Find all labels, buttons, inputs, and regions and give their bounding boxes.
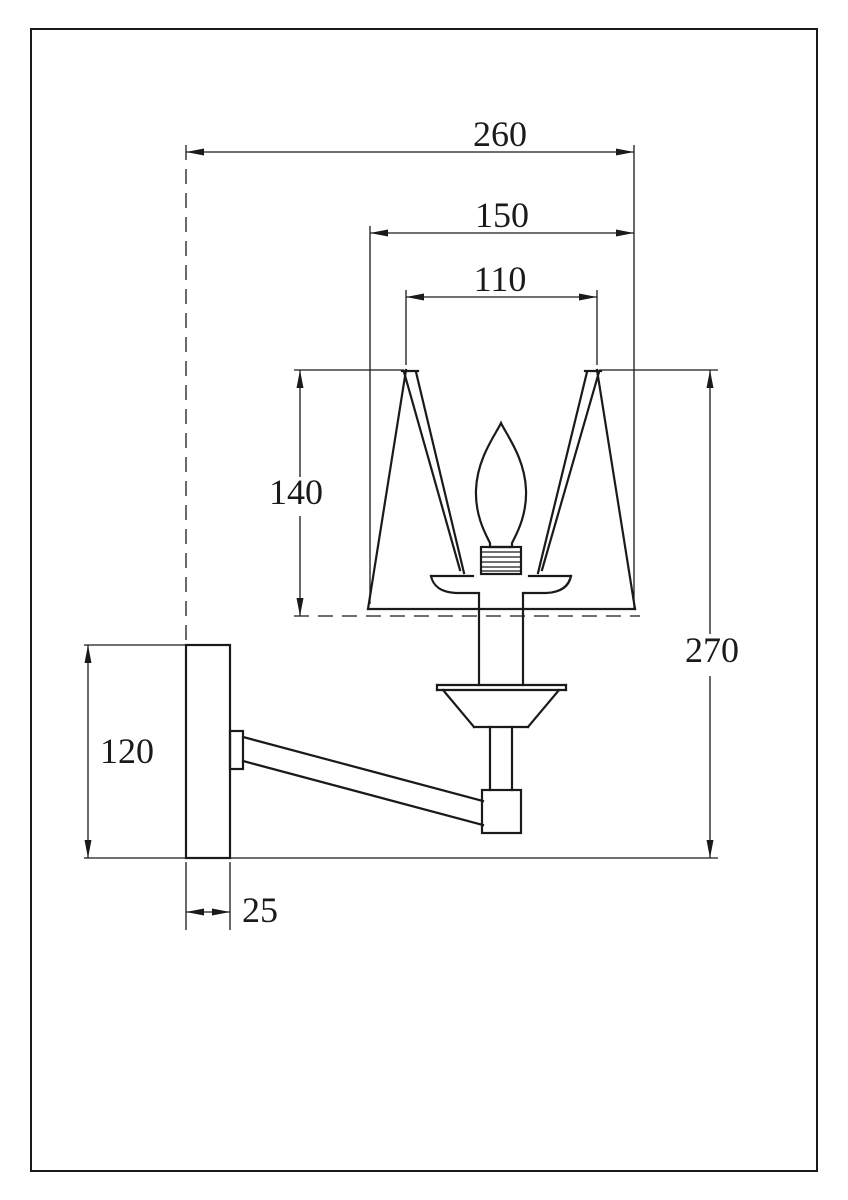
dim-150-arrow-right [616, 229, 634, 237]
arm-lower-line [241, 759, 485, 827]
socket-thread-body [479, 545, 523, 576]
backplate-rect [184, 643, 232, 860]
bulb-outline [474, 420, 528, 549]
spider-arm-right-inner-line [536, 370, 589, 575]
cup-right-side-line [526, 688, 561, 729]
dim-270-arrow-top [706, 370, 714, 388]
dim-270-arrow-bottom [706, 840, 714, 858]
shade-left-wall-line [366, 368, 408, 611]
candle-bulb [474, 420, 528, 576]
dim-120-arrow-bottom [84, 840, 92, 858]
dim-260-label: 260 [473, 114, 527, 154]
dimension-25: 25 [185, 862, 278, 930]
socket-tray [429, 574, 573, 595]
dim-140-label: 140 [269, 472, 323, 512]
dim-150-arrow-left [370, 229, 388, 237]
dim-120-arrow-top [84, 645, 92, 663]
dimension-260: 260 [185, 114, 635, 645]
shade-right-wall-line [595, 368, 637, 611]
tray-right-curve [521, 574, 573, 595]
dimension-140: 140 [269, 369, 640, 617]
dim-110-arrow-left [406, 293, 424, 301]
spider-arm-left-inner-line [414, 370, 466, 575]
dim-150-label: 150 [475, 195, 529, 235]
dimension-150: 150 [369, 195, 634, 604]
lamp-arm [228, 729, 485, 827]
dim-260-arrow-right [616, 148, 634, 156]
bobeche-cup [435, 683, 568, 729]
page-border [30, 28, 818, 1172]
dim-25-arrow-left [186, 908, 204, 916]
cup-left-side-line [441, 688, 476, 729]
dim-270-label: 270 [685, 630, 739, 670]
tray-left-curve [429, 574, 481, 595]
dimension-110: 110 [405, 259, 598, 365]
arm-mount-boss [228, 729, 245, 771]
dim-120-label: 120 [100, 731, 154, 771]
dimension-120: 120 [84, 644, 186, 858]
dim-25-arrow-right [212, 908, 230, 916]
dim-25-label: 25 [242, 890, 278, 930]
dimension-270: 270 [84, 369, 739, 859]
elbow-block [480, 788, 523, 835]
spider-arm-right-outer-line [540, 370, 601, 572]
dim-110-arrow-right [579, 293, 597, 301]
spider-arm-left-outer-line [402, 370, 462, 572]
stem-and-elbow [480, 725, 523, 835]
wall-backplate [184, 643, 232, 860]
arm-upper-line [241, 735, 485, 803]
dim-140-arrow-bottom [296, 598, 304, 616]
candle-tube [477, 592, 525, 687]
lamp-shade [366, 368, 637, 611]
dim-140-arrow-top [296, 370, 304, 388]
dim-260-arrow-left [186, 148, 204, 156]
dim-110-label: 110 [474, 259, 527, 299]
